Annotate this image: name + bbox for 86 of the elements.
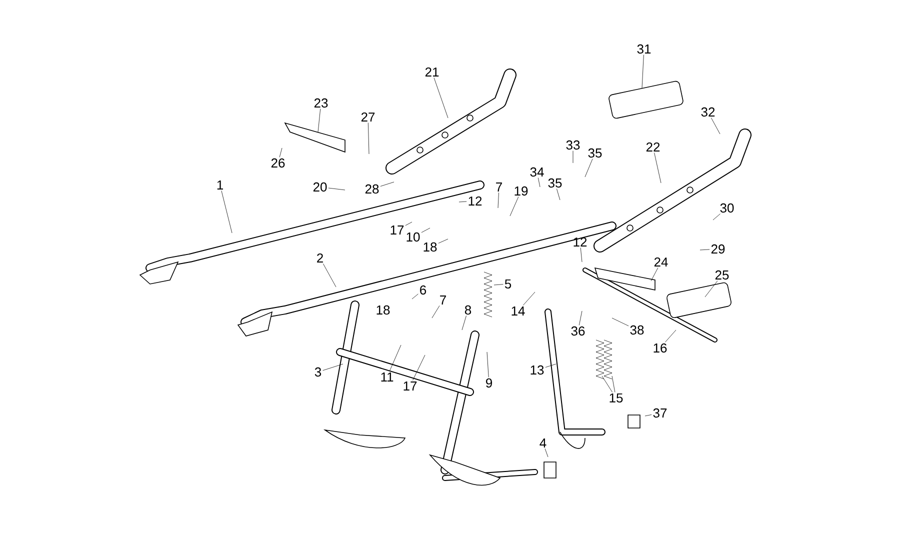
- callout-number: 34: [530, 167, 544, 177]
- leader-line: [704, 280, 718, 298]
- callout-number: 17: [404, 382, 417, 390]
- leader-line: [545, 364, 556, 368]
- callout-number: 27: [361, 112, 375, 122]
- callout-number: 17: [390, 226, 404, 234]
- callout-number: 18: [424, 242, 437, 252]
- leader-line: [612, 318, 629, 326]
- leader-line: [458, 201, 467, 202]
- callout-number: 2: [317, 253, 323, 263]
- callout-number: 28: [365, 184, 379, 194]
- leader-line: [712, 214, 720, 220]
- callout-number: 13: [530, 365, 544, 375]
- callout-number: 23: [314, 98, 328, 108]
- leader-line: [412, 294, 418, 300]
- leader-line: [405, 222, 412, 226]
- leader-line: [522, 292, 536, 306]
- leader-line: [602, 376, 613, 392]
- leader-line: [486, 352, 489, 378]
- leader-line: [322, 264, 336, 288]
- leader-line: [710, 118, 720, 134]
- callout-number: 7: [440, 296, 446, 304]
- leader-line: [432, 305, 440, 318]
- callout-number: 35: [588, 148, 602, 158]
- callout-number: 36: [571, 326, 585, 336]
- callout-number: 8: [464, 305, 472, 315]
- leader-line: [650, 268, 658, 282]
- callout-number: 30: [720, 203, 734, 213]
- callout-number: 14: [512, 306, 525, 316]
- leader-line: [578, 310, 582, 326]
- leader-line: [664, 330, 676, 342]
- callout-number: 16: [654, 343, 667, 353]
- callout-number: 4: [540, 438, 546, 448]
- callout-number: 1: [217, 180, 223, 190]
- callout-number: 29: [711, 244, 725, 254]
- callout-number: 3: [314, 367, 322, 377]
- callout-number: 5: [504, 279, 512, 289]
- callout-number: 15: [610, 393, 623, 403]
- leader-line: [644, 414, 652, 416]
- callout-number: 9: [486, 378, 492, 388]
- leader-line: [318, 108, 321, 132]
- leader-line: [538, 178, 540, 188]
- leader-line: [421, 228, 430, 233]
- leader-line: [544, 448, 548, 458]
- callout-number: 7: [496, 182, 502, 192]
- leader-line: [322, 364, 344, 371]
- callout-number: 38: [630, 325, 644, 335]
- leader-line: [368, 122, 370, 154]
- callout-number: 22: [646, 142, 660, 152]
- leader-line: [494, 284, 504, 286]
- leader-line: [498, 192, 499, 208]
- callout-number: 32: [701, 107, 715, 117]
- callout-number: 12: [574, 237, 587, 247]
- callout-number: 25: [715, 270, 729, 280]
- callout-number: 20: [313, 182, 327, 192]
- leader-line: [584, 158, 593, 178]
- callout-number: 21: [425, 67, 439, 77]
- callout-number: 10: [406, 232, 420, 242]
- leader-line: [580, 248, 582, 262]
- leader-line: [380, 182, 394, 187]
- leader-line: [412, 354, 426, 381]
- leader-line: [642, 54, 644, 88]
- callout-number: 24: [654, 257, 668, 267]
- callout-number: 12: [468, 196, 482, 206]
- leader-line: [279, 148, 282, 158]
- callout-number: 33: [566, 140, 580, 150]
- callout-number: 37: [653, 408, 667, 418]
- leader-line: [328, 188, 346, 190]
- leader-line: [221, 190, 232, 234]
- leader-line: [510, 196, 519, 216]
- callout-number: 26: [271, 158, 285, 168]
- callout-number: 11: [381, 372, 394, 382]
- leader-line: [389, 344, 402, 372]
- leader-line: [556, 188, 560, 200]
- callout-number: 31: [637, 44, 651, 54]
- callout-number: 19: [514, 186, 528, 196]
- callout-number: 35: [548, 178, 562, 188]
- leader-line: [654, 152, 662, 184]
- leader-line: [434, 78, 448, 118]
- leader-line: [462, 316, 466, 330]
- leader-line: [612, 376, 616, 392]
- leader-line: [438, 238, 448, 244]
- callout-number: 6: [420, 285, 426, 295]
- callout-number: 18: [376, 305, 390, 315]
- leader-line: [700, 249, 710, 250]
- leader-line: [572, 150, 574, 164]
